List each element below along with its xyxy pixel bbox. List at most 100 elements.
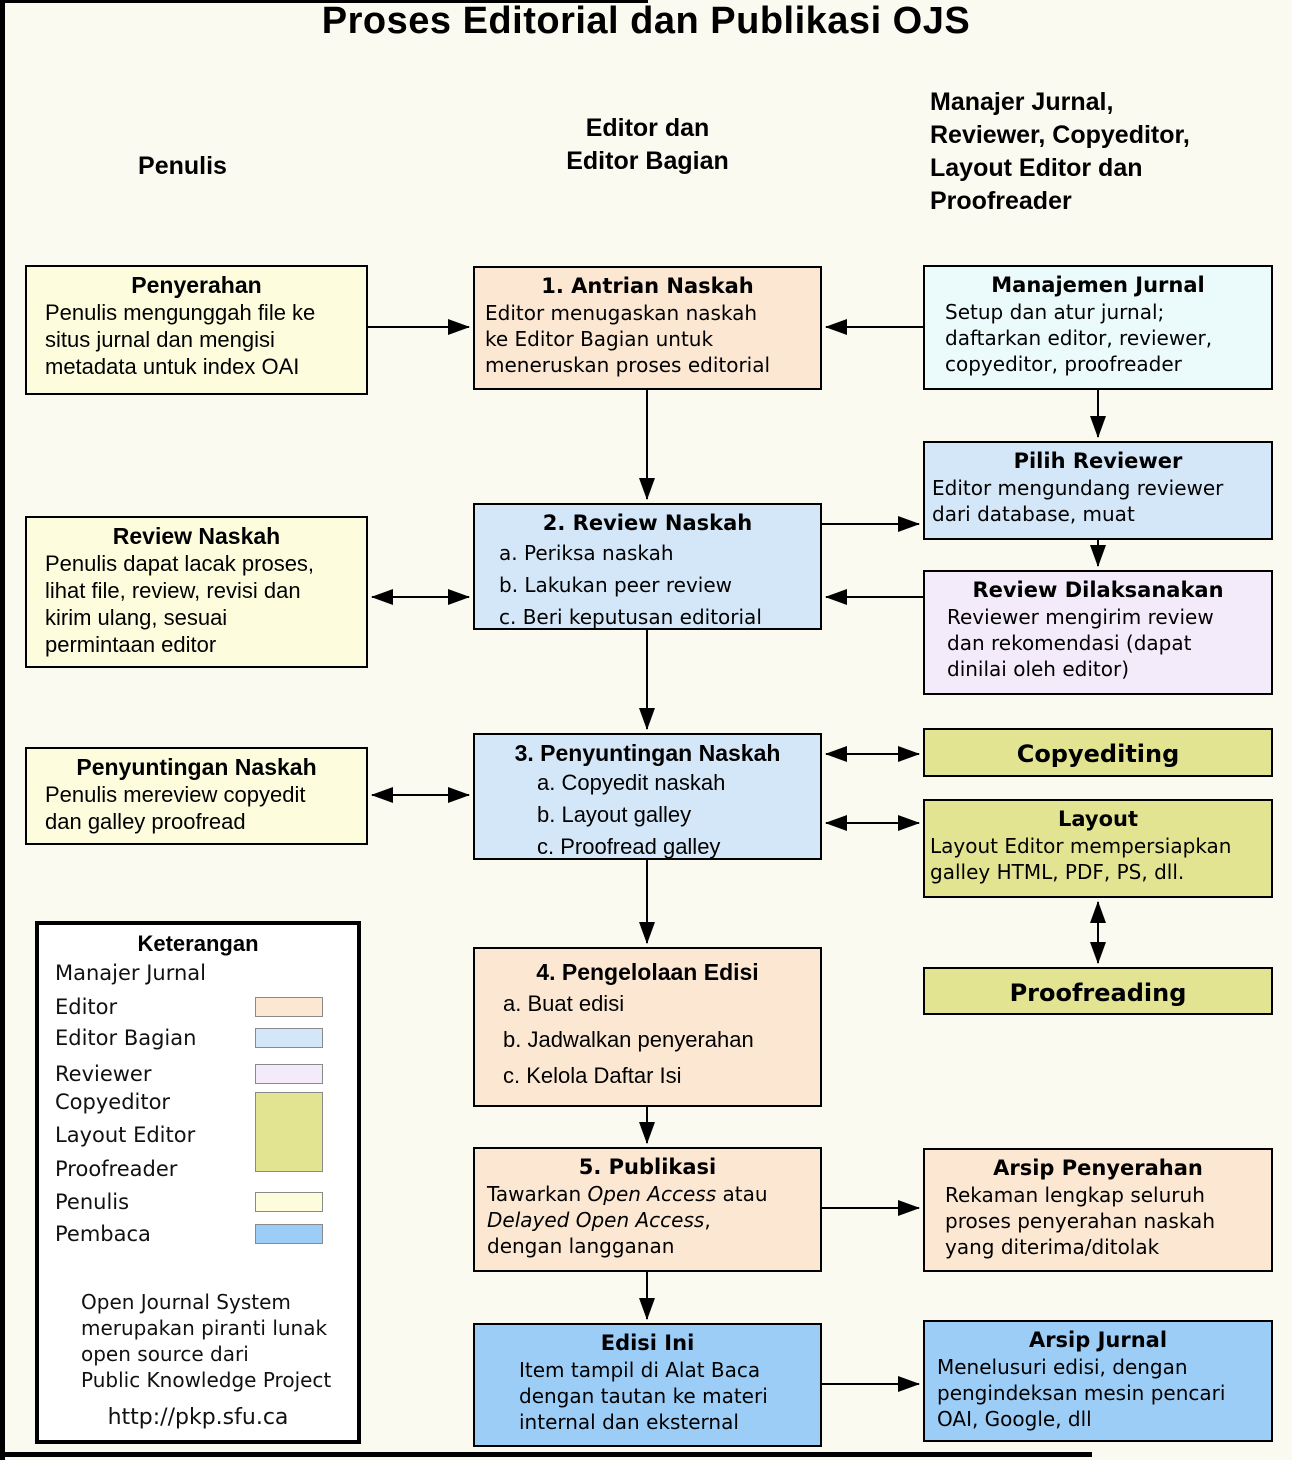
header-line: Reviewer, Copyeditor, <box>930 121 1190 149</box>
box-title: Pilih Reviewer <box>1013 449 1183 473</box>
legend-title: Keterangan <box>137 931 259 956</box>
box-text-line: Editor menugaskan naskah <box>485 301 758 325</box>
box-edisi-ini: Edisi Ini Item tampil di Alat Baca denga… <box>473 1323 822 1447</box>
legend-box: Keterangan Manajer Jurnal Editor Editor … <box>35 921 361 1444</box>
legend-label-proofreader: Proofreader <box>55 1157 178 1181</box>
box-pengelolaan-edisi: 4. Pengelolaan Edisi a. Buat edisi b. Ja… <box>473 947 822 1107</box>
legend-note-line: open source dari <box>81 1342 249 1366</box>
box-penyuntingan-naskah: 3. Penyuntingan Naskah a. Copyedit naska… <box>473 733 822 860</box>
box-text-line: OAI, Google, dll <box>937 1407 1092 1431</box>
box-list-item: c. Proofread galley <box>537 834 721 859</box>
box-manajemen-jurnal: Manajemen Jurnal Setup dan atur jurnal; … <box>923 265 1273 390</box>
header-line: Proofreader <box>930 187 1072 215</box>
legend-note-line: Public Knowledge Project <box>81 1368 332 1392</box>
box-text-line: dinilai oleh editor) <box>947 657 1130 681</box>
legend-swatch-pembaca <box>255 1224 323 1244</box>
legend-label-reviewer: Reviewer <box>55 1062 152 1086</box>
box-text-line: Reviewer mengirim review <box>947 605 1214 629</box>
box-text-line: dari database, muat <box>932 502 1135 526</box>
box-title: 3. Penyuntingan Naskah <box>514 740 781 766</box>
box-list-item: a. Periksa naskah <box>499 541 674 565</box>
legend-label-manajer-jurnal: Manajer Jurnal <box>55 961 207 985</box>
box-title: 2. Review Naskah <box>542 511 753 535</box>
text-segment: , <box>704 1208 711 1232</box>
legend-swatch-penulis <box>255 1192 323 1212</box>
legend-note-line: merupakan piranti lunak <box>81 1316 328 1340</box>
legend-swatch-reviewer <box>255 1064 323 1084</box>
box-text-line: daftarkan editor, reviewer, <box>945 326 1213 350</box>
box-title: Review Dilaksanakan <box>972 578 1224 602</box>
legend-label-layout-editor: Layout Editor <box>55 1123 196 1147</box>
header-line: Editor dan <box>585 114 710 142</box>
box-text-line: dan rekomendasi (dapat <box>947 631 1192 655</box>
box-title: Proofreading <box>1009 979 1187 1007</box>
header-line: Layout Editor dan <box>930 154 1143 182</box>
box-list-item: b. Layout galley <box>537 802 692 827</box>
box-text-line: meneruskan proses editorial <box>485 353 771 377</box>
legend-note: Open Journal System merupakan piranti lu… <box>81 1289 331 1393</box>
box-text-line: Item tampil di Alat Baca <box>519 1358 761 1382</box>
box-text-line: Tawarkan Open Access atau <box>487 1181 816 1207</box>
legend-label-copyeditor: Copyeditor <box>55 1090 171 1114</box>
box-proofreading: Proofreading <box>923 967 1273 1015</box>
box-text-line: Layout Editor mempersiapkan <box>930 834 1232 858</box>
box-list-item: a. Copyedit naskah <box>537 770 726 795</box>
box-text-line: Penulis mereview copyedit <box>45 782 306 807</box>
box-arsip-jurnal: Arsip Jurnal Menelusuri edisi, dengan pe… <box>923 1320 1273 1442</box>
box-penyerahan: Penyerahan Penulis mengunggah file ke si… <box>25 265 368 395</box>
box-title: Layout <box>1057 807 1138 831</box>
box-title: Arsip Penyerahan <box>993 1156 1203 1180</box>
text-segment: atau <box>716 1182 768 1206</box>
box-text-line: copyeditor, proofreader <box>945 352 1182 376</box>
box-text-line: Penulis dapat lacak proses, <box>45 551 315 576</box>
box-text-line: situs jurnal dan mengisi <box>45 327 275 352</box>
box-text-line: Menelusuri edisi, dengan <box>937 1355 1188 1379</box>
page-title: Proses Editorial dan Publikasi OJS <box>321 0 971 42</box>
column-header-roles: Manajer Jurnal, Reviewer, Copyeditor, La… <box>930 86 1285 218</box>
box-text-line: ke Editor Bagian untuk <box>485 327 714 351</box>
column-header-editor: Editor dan Editor Bagian <box>473 112 822 178</box>
box-text-line: internal dan eksternal <box>519 1410 739 1434</box>
box-copyediting: Copyediting <box>923 728 1273 777</box>
box-title: 4. Pengelolaan Edisi <box>536 959 759 985</box>
legend-swatch-copyeditor-layout-proofreader <box>255 1092 323 1172</box>
legend-label-penulis: Penulis <box>55 1190 130 1214</box>
box-text-line: yang diterima/ditolak <box>945 1235 1160 1259</box>
box-review-naskah: 2. Review Naskah a. Periksa naskah b. La… <box>473 503 822 630</box>
legend-swatch-editor-bagian <box>255 1028 323 1048</box>
box-text-line: Delayed Open Access, <box>487 1207 816 1233</box>
column-header-penulis: Penulis <box>138 152 227 180</box>
box-text-line: Setup dan atur jurnal; <box>945 300 1165 324</box>
box-publikasi: 5. Publikasi Tawarkan Open Access atau D… <box>473 1147 822 1272</box>
box-text-line: galley HTML, PDF, PS, dll. <box>930 860 1185 884</box>
box-title: 1. Antrian Naskah <box>541 274 754 298</box>
box-title: Penyuntingan Naskah <box>76 754 317 780</box>
legend-swatch-editor <box>255 997 323 1017</box>
text-segment-italic: Open Access <box>587 1182 717 1206</box>
box-text-line: lihat file, review, revisi dan <box>45 578 301 603</box>
box-title: 5. Publikasi <box>578 1155 717 1179</box>
box-list-item: a. Buat edisi <box>503 991 625 1016</box>
box-title: Penyerahan <box>131 272 262 298</box>
box-text-line: dengan langganan <box>487 1233 816 1259</box>
legend-note-line: Open Journal System <box>81 1290 291 1314</box>
box-text-line: kirim ulang, sesuai <box>45 605 228 630</box>
box-arsip-penyerahan: Arsip Penyerahan Rekaman lengkap seluruh… <box>923 1148 1273 1272</box>
box-title: Review Naskah <box>112 523 281 549</box>
box-text-line: Penulis mengunggah file ke <box>45 300 316 325</box>
box-review-naskah-penulis: Review Naskah Penulis dapat lacak proses… <box>25 516 368 668</box>
text-segment: Tawarkan <box>487 1182 588 1206</box>
box-text-line: Rekaman lengkap seluruh <box>945 1183 1205 1207</box>
header-line: Manajer Jurnal, <box>930 88 1114 116</box>
box-list-item: b. Jadwalkan penyerahan <box>503 1027 754 1052</box>
box-text-line: proses penyerahan naskah <box>945 1209 1215 1233</box>
box-layout: Layout Layout Editor mempersiapkan galle… <box>923 799 1273 898</box>
legend-label-editor-bagian: Editor Bagian <box>55 1026 197 1050</box>
box-review-dilaksanakan: Review Dilaksanakan Reviewer mengirim re… <box>923 570 1273 695</box>
header-line: Editor Bagian <box>566 147 729 175</box>
box-list-item: b. Lakukan peer review <box>499 573 732 597</box>
box-antrian-naskah: 1. Antrian Naskah Editor menugaskan nask… <box>473 266 822 390</box>
box-text-line: Editor mengundang reviewer <box>932 476 1224 500</box>
